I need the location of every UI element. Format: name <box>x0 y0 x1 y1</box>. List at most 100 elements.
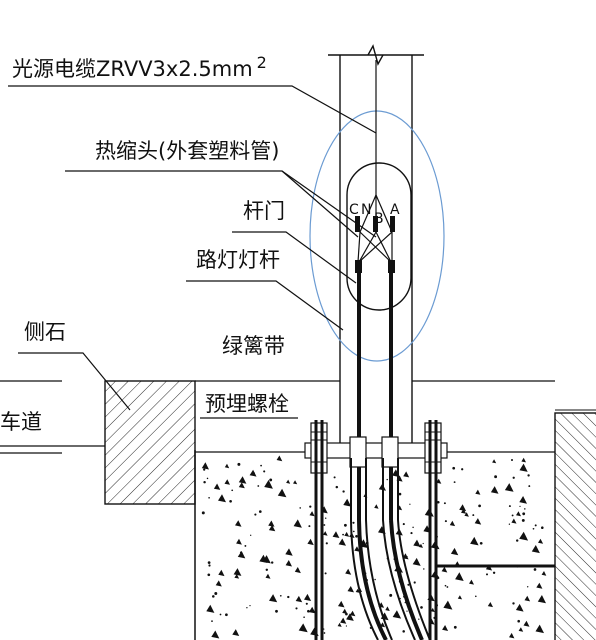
concrete-speck <box>504 483 514 492</box>
leader-lines <box>8 85 377 419</box>
concrete-speck <box>213 483 221 490</box>
concrete-speck <box>516 511 521 517</box>
concrete-speck <box>303 616 305 618</box>
concrete-speck <box>342 533 344 536</box>
concrete-speck <box>335 485 339 489</box>
label-phase-n: N <box>361 202 372 218</box>
concrete-speck <box>276 455 283 462</box>
concrete-speck <box>492 459 497 464</box>
concrete-speck <box>277 488 287 498</box>
concrete-speck <box>538 538 544 544</box>
concrete-speck <box>470 536 479 546</box>
concrete-speck <box>518 607 521 610</box>
concrete-speck <box>231 489 234 492</box>
concrete-speck <box>475 595 477 598</box>
concrete-speck <box>246 607 248 609</box>
concrete-speck <box>519 531 529 541</box>
label-green-belt: 绿篱带 <box>222 334 285 358</box>
concrete-speck <box>235 520 242 527</box>
concrete-speck <box>293 519 302 528</box>
concrete-speck <box>412 557 421 566</box>
concrete-speck <box>201 511 205 515</box>
concrete-speck <box>206 477 209 480</box>
concrete-speck <box>208 564 211 567</box>
concrete-speck <box>232 629 240 636</box>
concrete-speck <box>374 504 379 509</box>
concrete-speck <box>219 613 222 616</box>
concrete-speck <box>285 548 293 556</box>
concrete-speck <box>487 602 493 608</box>
label-phase-a: A <box>390 202 400 218</box>
concrete-speck <box>452 466 456 470</box>
concrete-speck <box>323 632 326 634</box>
concrete-speck <box>464 512 469 517</box>
concrete-speck <box>406 556 408 558</box>
concrete-speck <box>308 606 316 614</box>
concrete-speck <box>323 531 328 536</box>
concrete-speck <box>430 607 435 612</box>
highlight-ellipse <box>309 110 445 362</box>
concrete-speck <box>392 610 402 619</box>
concrete-speck <box>444 520 447 523</box>
concrete-speck <box>309 511 315 517</box>
concrete-speck <box>343 523 347 527</box>
concrete-speck <box>534 524 537 527</box>
concrete-speck <box>385 606 390 611</box>
concrete-speck <box>412 526 414 529</box>
concrete-speck <box>423 568 425 570</box>
concrete-speck <box>349 610 356 617</box>
concrete-speck <box>309 505 312 508</box>
concrete-speck <box>511 518 517 524</box>
label-lamp-pole: 路灯灯杆 <box>196 248 280 272</box>
concrete-speck <box>537 595 546 604</box>
concrete-speck <box>305 602 308 605</box>
concrete-speck <box>269 478 273 482</box>
concrete-speck <box>519 505 521 508</box>
concrete-speck <box>295 607 298 610</box>
concrete-speck <box>207 561 211 564</box>
concrete-speck <box>475 489 481 495</box>
label-cable-text: 光源电缆ZRVV3x2.5mm <box>12 57 253 81</box>
concrete-speck <box>409 503 411 505</box>
concrete-speck <box>485 573 489 576</box>
concrete-speck <box>446 586 449 588</box>
concrete-speck <box>418 618 420 620</box>
concrete-speck <box>418 543 423 548</box>
concrete-speck <box>211 620 213 622</box>
right-wall <box>554 412 596 640</box>
concrete-speck <box>442 625 449 631</box>
concrete-speck <box>258 510 262 513</box>
concrete-speck <box>244 544 247 547</box>
concrete-speck <box>218 569 225 577</box>
concrete-speck <box>443 600 453 610</box>
concrete-speck <box>237 462 241 466</box>
concrete-speck <box>521 518 525 522</box>
concrete-speck <box>345 625 348 627</box>
concrete-speck <box>325 542 328 545</box>
concrete-speck <box>299 507 302 509</box>
concrete-speck <box>450 547 459 556</box>
concrete-speck <box>509 632 515 639</box>
concrete-speck <box>355 534 358 538</box>
concrete-speck <box>528 485 531 488</box>
concrete-speck <box>535 624 544 634</box>
base-flange <box>304 436 448 468</box>
concrete-speck <box>352 521 355 524</box>
label-curb-stone: 侧石 <box>24 320 66 344</box>
concrete-speck <box>229 499 232 503</box>
concrete-speck <box>201 462 209 470</box>
concrete-speck <box>461 508 467 514</box>
concrete-speck <box>249 604 251 607</box>
concrete-speck <box>374 578 376 581</box>
concrete-speck <box>389 593 393 597</box>
curb-stone <box>104 380 196 505</box>
concrete-speck <box>345 568 352 575</box>
concrete-speck <box>455 572 464 581</box>
label-anchor-bolt: 预埋螺栓 <box>205 392 289 416</box>
concrete-speck <box>469 579 474 585</box>
concrete-speck <box>237 550 246 559</box>
concrete-speck <box>307 538 314 546</box>
concrete-speck <box>203 468 206 471</box>
concrete-speck <box>206 604 215 613</box>
